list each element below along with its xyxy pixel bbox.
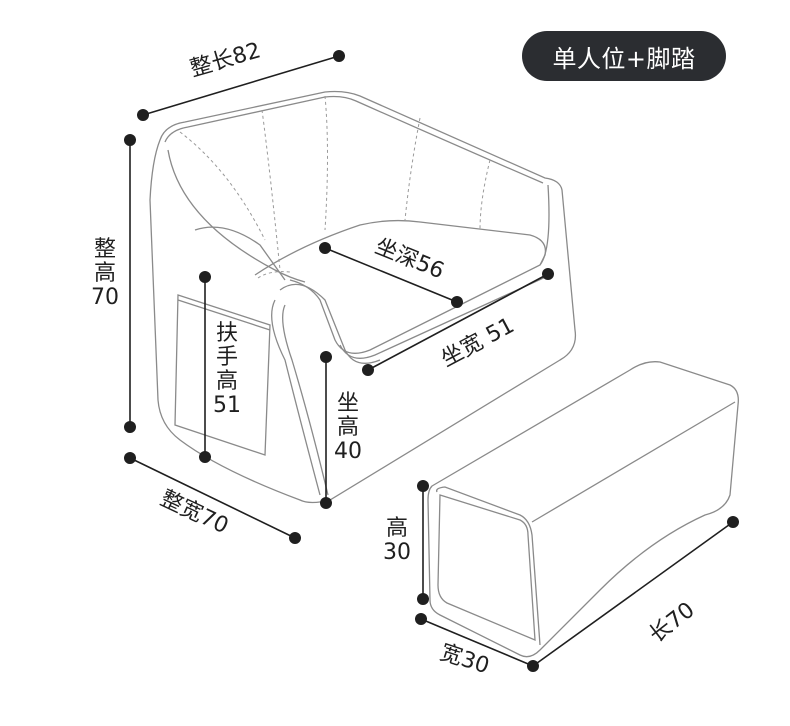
product-variant-badge: 单人位+脚踏	[522, 31, 726, 81]
badge-label: 单人位+脚踏	[552, 44, 696, 73]
armrest-height-label: 扶 手 高 51	[213, 321, 241, 418]
seat-height-label: 坐 高 40	[334, 391, 362, 464]
ottoman-height-label: 高 30	[383, 516, 411, 565]
overall-height-label: 整 高 70	[91, 237, 119, 310]
